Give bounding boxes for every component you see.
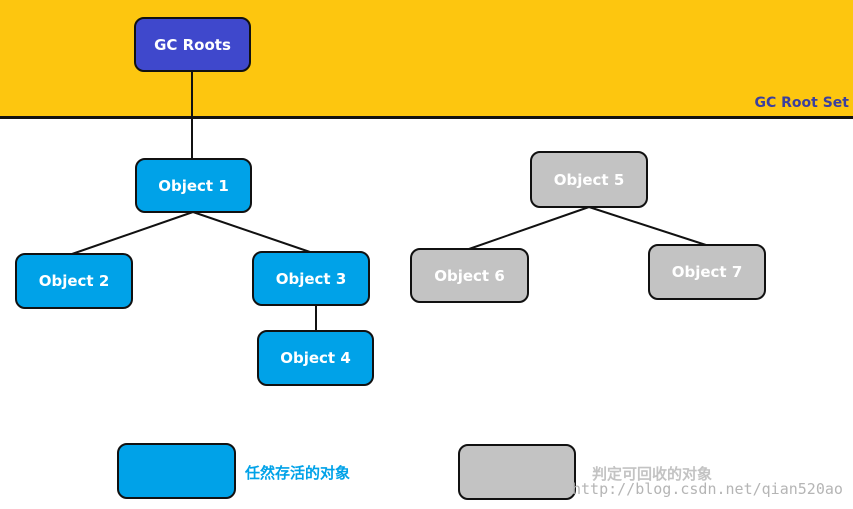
object-1-label: Object 1 <box>158 176 229 195</box>
legend-alive-label: 任然存活的对象 <box>245 464 351 482</box>
object-1-node: Object 1 <box>135 158 252 213</box>
gc-roots-label: GC Roots <box>154 35 231 54</box>
gc-roots-node: GC Roots <box>134 17 251 72</box>
edge-object1-object3 <box>192 211 311 253</box>
gc-root-set-label: GC Root Set <box>754 95 850 111</box>
object-3-label: Object 3 <box>275 269 347 288</box>
object-4-label: Object 4 <box>280 349 351 367</box>
object-3-node: Object 3 <box>252 251 370 306</box>
object-6-node: Object 6 <box>410 248 529 303</box>
edge-object1-object2 <box>71 211 194 255</box>
object-2-node: Object 2 <box>15 253 133 309</box>
legend-collectable-swatch <box>458 444 576 500</box>
watermark-url: http://blog.csdn.net/qian520ao <box>572 480 843 498</box>
object-4-node: Object 4 <box>257 330 374 386</box>
object-2-label: Object 2 <box>38 272 110 290</box>
object-7-label: Object 7 <box>671 263 743 281</box>
legend-alive-swatch <box>117 443 236 499</box>
legend-collectable-label: 判定可回收的对象 <box>592 465 713 483</box>
edge-object5-object6 <box>468 206 590 250</box>
object-7-node: Object 7 <box>648 244 766 300</box>
object-6-label: Object 6 <box>434 266 505 285</box>
edge-object5-object7 <box>588 206 707 246</box>
object-5-node: Object 5 <box>530 151 648 208</box>
object-5-label: Object 5 <box>553 170 625 189</box>
root-set-boundary-line <box>0 116 853 119</box>
